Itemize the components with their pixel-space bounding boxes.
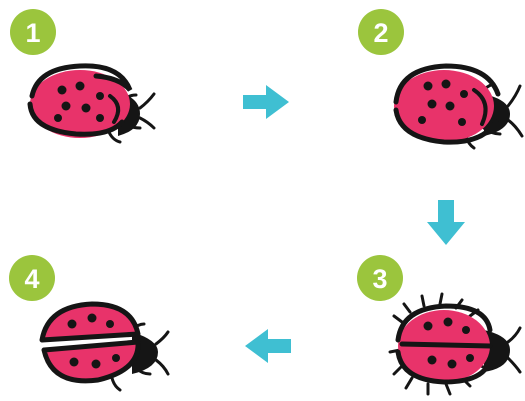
step-3: 3: [357, 255, 520, 394]
step-1-badge: 1: [10, 9, 56, 55]
arrow-right-icon: [243, 85, 289, 119]
step-1: 1: [10, 9, 154, 142]
step-4: 4: [9, 255, 168, 390]
ladybug-wings-open-icon: [390, 294, 520, 394]
ladybug-wings-open-icon: [42, 304, 168, 390]
step-2-number: 2: [373, 18, 388, 48]
arrow-down-icon: [427, 200, 465, 245]
ladybug-icon: [30, 66, 154, 142]
step-3-badge: 3: [357, 255, 403, 301]
step-4-number: 4: [24, 264, 39, 294]
step-2-badge: 2: [358, 9, 404, 55]
step-1-number: 1: [25, 18, 40, 48]
step-3-number: 3: [372, 264, 387, 294]
ladybug-icon: [394, 66, 522, 148]
step-4-badge: 4: [9, 255, 55, 301]
arrow-left-icon: [245, 329, 291, 363]
step-2: 2: [358, 9, 522, 148]
